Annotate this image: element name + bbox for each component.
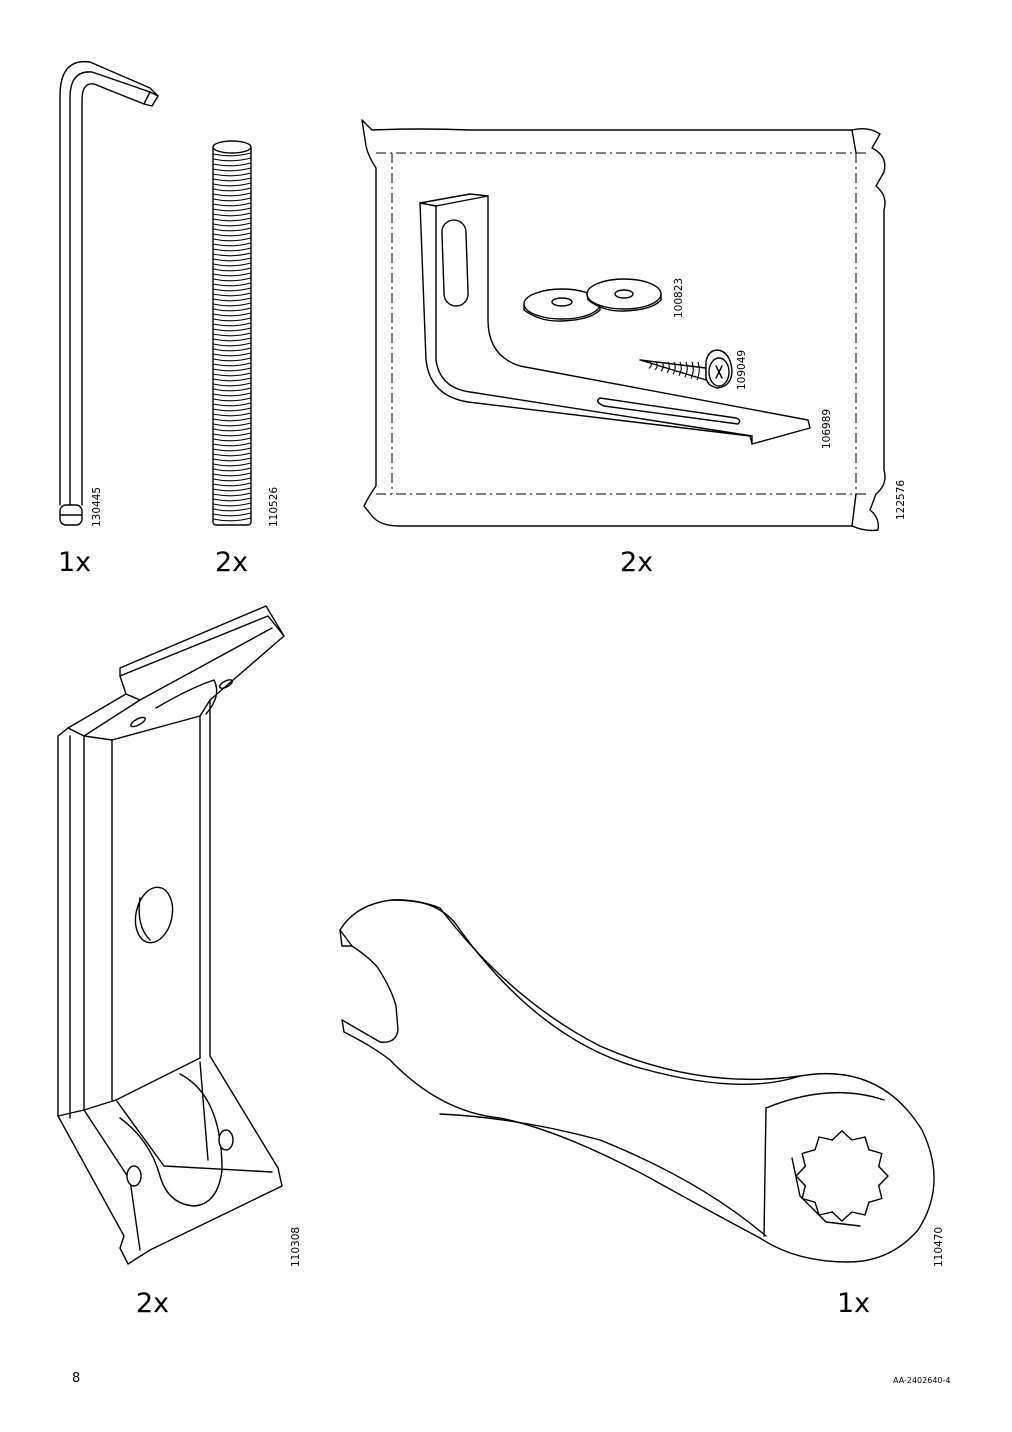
quantity-mounting-bracket: 2x xyxy=(136,1288,170,1319)
quantity-hardware-bag: 2x xyxy=(620,547,654,578)
angle-bracket-icon xyxy=(419,193,811,445)
part-hardware-bag xyxy=(0,0,886,532)
screw-icon xyxy=(639,349,733,389)
bag-icon xyxy=(361,119,886,532)
quantity-threaded-rod: 2x xyxy=(215,547,249,578)
threaded-rod-icon xyxy=(212,140,252,526)
wrench-icon xyxy=(339,899,935,1263)
part-mounting-bracket xyxy=(0,0,285,1265)
allen-key-icon xyxy=(59,60,159,526)
part-code-wrench: 110470 xyxy=(933,1226,945,1267)
mounting-bracket-icon xyxy=(57,605,285,1265)
document-id: AA-2402640-4 xyxy=(893,1376,951,1385)
part-allen-key xyxy=(0,0,159,526)
washer-icon xyxy=(523,278,662,322)
quantity-wrench: 1x xyxy=(837,1288,871,1319)
part-threaded-rod xyxy=(0,0,252,526)
part-wrench xyxy=(0,0,935,1263)
page-number: 8 xyxy=(72,1371,81,1386)
quantity-allen-key: 1x xyxy=(58,547,92,578)
